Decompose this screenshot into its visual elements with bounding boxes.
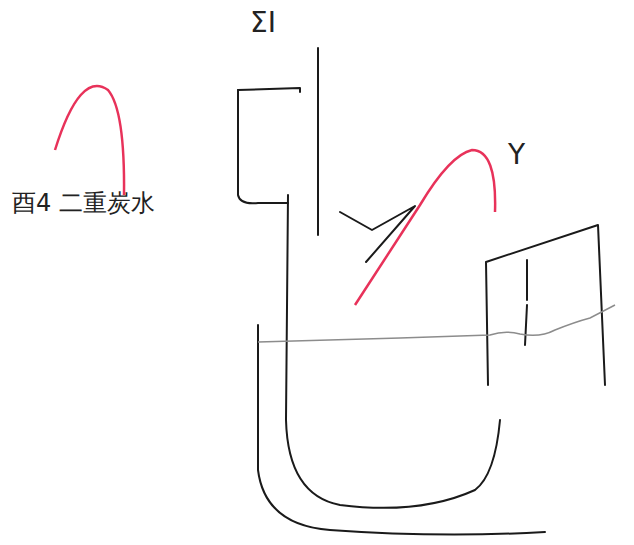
tube-top xyxy=(238,88,300,92)
vessel-divider xyxy=(525,260,527,345)
handwritten-label: 酉4 二重炭水 xyxy=(12,190,155,216)
u-tube-inner xyxy=(286,195,500,508)
handwritten-label: Y xyxy=(508,140,525,171)
handwritten-label: ΣI xyxy=(250,8,276,39)
stroke-mark xyxy=(340,206,415,262)
liquid-level xyxy=(258,305,615,342)
right-tube-wall xyxy=(317,48,319,235)
right-vessel xyxy=(486,225,605,385)
u-tube-outer xyxy=(258,325,545,535)
red-arc xyxy=(55,86,124,195)
red-arc xyxy=(355,150,495,305)
left-tube-wall xyxy=(238,90,288,203)
